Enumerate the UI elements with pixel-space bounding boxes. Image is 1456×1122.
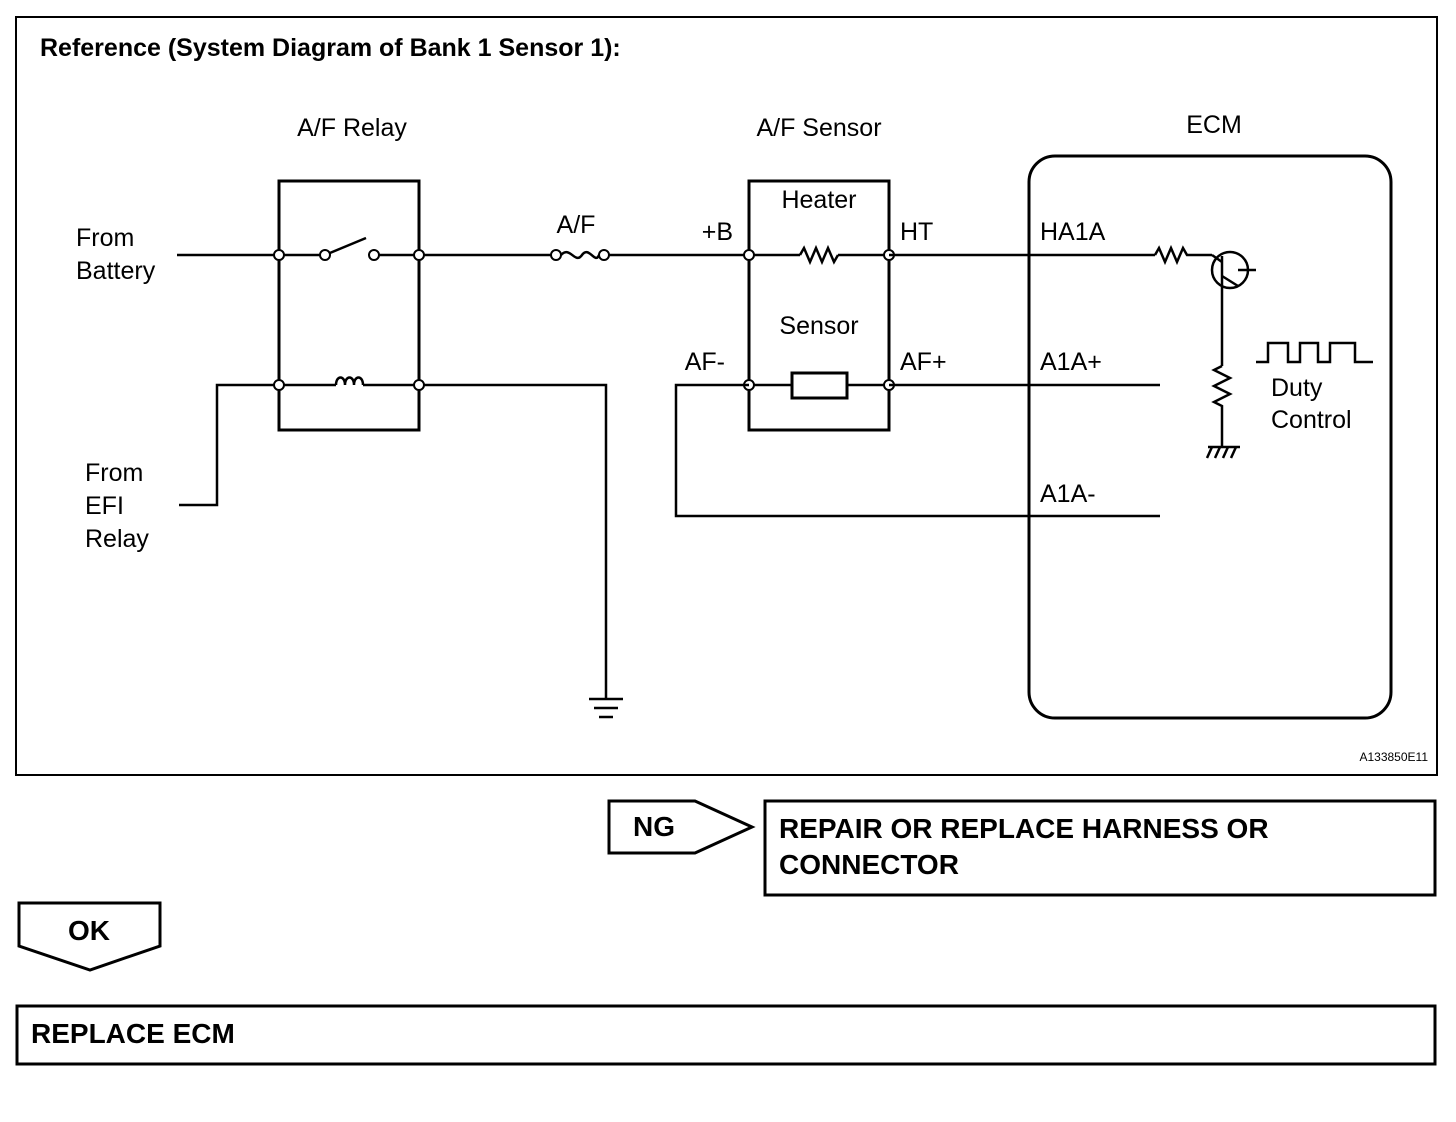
af-relay-box: [277, 179, 421, 432]
pin-a1a-minus: A1A-: [1040, 480, 1096, 508]
relay-switch-circuit: [177, 236, 419, 261]
sensor-element-icon: [749, 371, 889, 400]
pin-ht: HT: [900, 218, 933, 246]
ok-action-label: REPLACE ECM: [31, 1018, 235, 1049]
ecm-box: [1027, 154, 1393, 720]
wire-afminus-to-a1aminus: [674, 383, 1160, 518]
from-efi-line2: EFI: [85, 492, 124, 520]
from-battery-line2: Battery: [76, 257, 156, 285]
relay-coil-circuit: [179, 376, 608, 698]
ng-action-line1: REPAIR OR REPLACE HARNESS OR: [779, 813, 1269, 844]
heater-label: Heater: [781, 186, 856, 214]
ok-arrow[interactable]: OK: [17, 901, 162, 972]
from-efi-line3: Relay: [85, 525, 149, 553]
ecm-pulldown-resistor-icon: [1211, 364, 1233, 446]
heater-resistor-icon: [749, 244, 889, 266]
diagram-title: Reference (System Diagram of Bank 1 Sens…: [40, 34, 621, 62]
duty-waveform-icon: [1256, 341, 1373, 364]
duty-line2: Control: [1271, 406, 1352, 434]
pin-plus-b: +B: [702, 218, 733, 246]
ng-action-box: [763, 799, 1437, 897]
ok-action-box: [15, 1004, 1437, 1066]
chassis-ground-icon: [1205, 445, 1240, 459]
af-sensor-label: A/F Sensor: [756, 114, 881, 142]
af-sensor-box: [747, 179, 891, 432]
ground-icon: [589, 697, 623, 719]
pin-a1a-plus: A1A+: [1040, 348, 1102, 376]
relay-terminals: [273, 249, 425, 391]
ng-arrow[interactable]: NG: [607, 799, 756, 855]
sensor-label: Sensor: [779, 312, 858, 340]
ecm-label: ECM: [1186, 111, 1242, 139]
ok-label: OK: [68, 915, 110, 946]
from-battery-line1: From: [76, 224, 134, 252]
duty-line1: Duty: [1271, 374, 1323, 402]
ecm-resistor-icon: [1153, 244, 1212, 266]
from-efi-line1: From: [85, 459, 143, 487]
ng-action-line2: CONNECTOR: [779, 849, 959, 880]
figure-id: A133850E11: [1359, 750, 1428, 764]
fuse-icon: [550, 249, 610, 261]
transistor-icon: [1210, 250, 1256, 366]
af-relay-label: A/F Relay: [297, 114, 407, 142]
pin-ha1a: HA1A: [1040, 218, 1106, 246]
ng-label: NG: [633, 811, 675, 842]
pin-af-plus: AF+: [900, 348, 947, 376]
diagram-frame: [15, 16, 1438, 776]
fuse-label: A/F: [557, 211, 596, 239]
pin-af-minus: AF-: [685, 348, 725, 376]
